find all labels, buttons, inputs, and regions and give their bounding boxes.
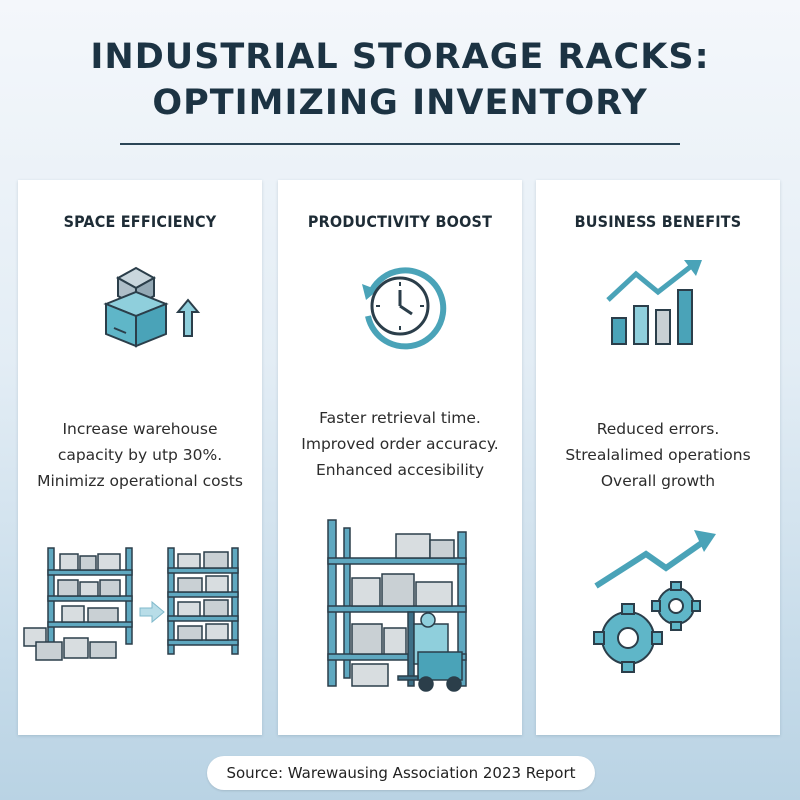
clock-icon (362, 267, 447, 350)
card-description: Increase warehouse capacity by utp 30%. … (37, 420, 243, 490)
card-description: Faster retrieval time. Improved order ac… (301, 409, 499, 479)
source-citation: Source: Warewausing Association 2023 Rep… (207, 756, 595, 790)
gears-growth-illustration (593, 530, 716, 673)
title-divider (120, 143, 680, 145)
card-heading: SPACE EFFICIENCY (63, 212, 217, 231)
title-line-1: INDUSTRIAL STORAGE RACKS: (90, 37, 710, 77)
page-title: INDUSTRIAL STORAGE RACKS: OPTIMIZING INV… (0, 34, 800, 126)
card-heading: BUSINESS BENEFITS (574, 212, 742, 231)
forklift-rack-illustration (327, 519, 467, 692)
card-description: Reduced errors. Strealalimed operations … (565, 420, 751, 490)
boxes-arrow-up-icon (103, 266, 201, 348)
card-heading: PRODUCTIVITY BOOST (307, 212, 493, 231)
storage-racks-illustration (23, 547, 239, 661)
card-space-efficiency: SPACE EFFICIENCY Increase warehouse capa… (18, 180, 262, 735)
card-productivity-boost: PRODUCTIVITY BOOST Faster retrieval time… (278, 180, 522, 735)
card-business-benefits: BUSINESS BENEFITS Reduced errors. Streal… (536, 180, 780, 735)
title-line-2: OPTIMIZING INVENTORY (152, 83, 648, 123)
bar-chart-growth-icon (606, 260, 702, 345)
